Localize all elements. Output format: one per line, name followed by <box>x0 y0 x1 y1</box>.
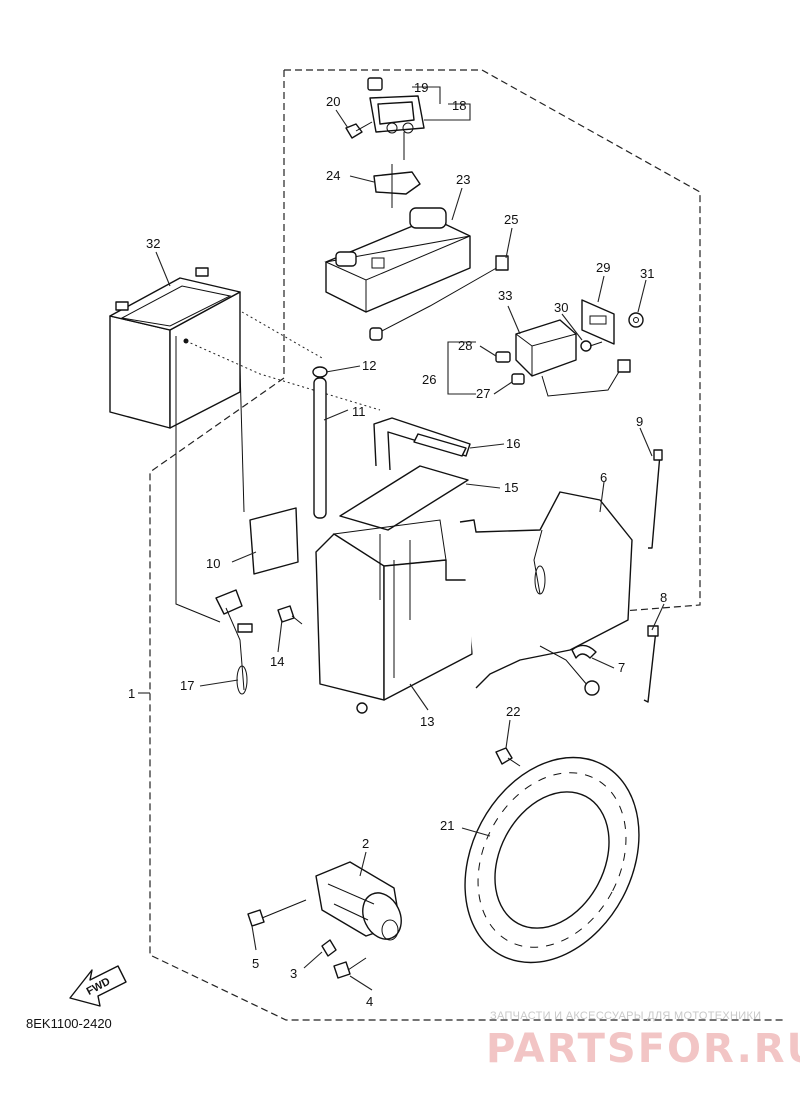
sensor-rotor <box>464 756 640 964</box>
callout-11: 11 <box>352 404 366 419</box>
callout-6: 6 <box>600 470 607 485</box>
callout-23: 23 <box>456 172 470 187</box>
callout-18: 18 <box>452 98 466 113</box>
diagram-code: 8EK1100-2420 <box>26 1016 112 1031</box>
callout-13: 13 <box>420 714 434 729</box>
fuse-27 <box>511 373 525 385</box>
cable-band-9 <box>648 449 663 549</box>
relay-bolt <box>345 121 373 139</box>
fuse-box <box>515 319 631 397</box>
starter-nut <box>321 939 337 957</box>
callout-4: 4 <box>366 994 373 1009</box>
callout-16: 16 <box>506 436 520 451</box>
assembly-boundary <box>149 69 785 1021</box>
callout-32: 32 <box>146 236 160 251</box>
cable-band-8 <box>643 625 659 703</box>
callout-19: 19 <box>414 80 428 95</box>
callout-33: 33 <box>498 288 512 303</box>
negative-lead <box>215 589 253 695</box>
callout-1: 1 <box>128 686 135 701</box>
callout-7: 7 <box>618 660 625 675</box>
callout-24: 24 <box>326 168 340 183</box>
callout-25: 25 <box>504 212 518 227</box>
starter-cable <box>459 491 633 696</box>
watermark-logo: PARTSFOR.RU <box>486 1026 800 1072</box>
sensor-lead <box>369 255 509 341</box>
callout-14: 14 <box>270 654 284 669</box>
callout-5: 5 <box>252 956 259 971</box>
callout-26: 26 <box>422 372 436 387</box>
callout-10: 10 <box>206 556 220 571</box>
starter-bolt-4 <box>333 957 367 979</box>
callout-21: 21 <box>440 818 454 833</box>
mount-nut <box>628 312 644 328</box>
callout-8: 8 <box>660 590 667 605</box>
fuse-28 <box>495 351 511 363</box>
battery-band <box>373 417 471 471</box>
mount-bolt <box>580 340 603 352</box>
rubber-sheet <box>339 465 469 531</box>
starter-motor <box>315 861 402 941</box>
callout-3: 3 <box>290 966 297 981</box>
callout-22: 22 <box>506 704 520 719</box>
relay-bracket <box>373 164 421 208</box>
fwd-arrow-icon: FWD <box>69 965 127 1007</box>
terminal-cover <box>249 507 299 575</box>
starter-bolt-5 <box>247 899 307 927</box>
rotor-bolt <box>495 747 521 767</box>
watermark-tagline: ЗАПЧАСТИ И АКСЕССУАРЫ ДЛЯ МОТОТЕХНИКИ <box>490 1010 762 1022</box>
battery <box>109 267 241 429</box>
callout-29: 29 <box>596 260 610 275</box>
callout-27: 27 <box>476 386 490 401</box>
box-bolt <box>277 605 303 625</box>
starter-relay <box>367 77 425 160</box>
callout-20: 20 <box>326 94 340 109</box>
callout-30: 30 <box>554 300 568 315</box>
relay-mount-plate <box>581 299 615 345</box>
callout-15: 15 <box>504 480 518 495</box>
callout-2: 2 <box>362 836 369 851</box>
ecu-case <box>324 207 471 313</box>
callout-9: 9 <box>636 414 643 429</box>
leader-lines <box>138 86 665 991</box>
battery-box <box>315 519 473 714</box>
callout-28: 28 <box>458 338 472 353</box>
breather-hose <box>313 377 327 519</box>
battery-connection-lines <box>175 311 381 623</box>
callout-12: 12 <box>362 358 376 373</box>
cable-clamp <box>571 644 597 659</box>
hose-clip <box>312 366 328 378</box>
callout-31: 31 <box>640 266 654 281</box>
callout-17: 17 <box>180 678 194 693</box>
callout-labels: 1 2 3 4 5 6 7 8 9 10 11 12 13 14 15 16 1… <box>128 80 667 1009</box>
